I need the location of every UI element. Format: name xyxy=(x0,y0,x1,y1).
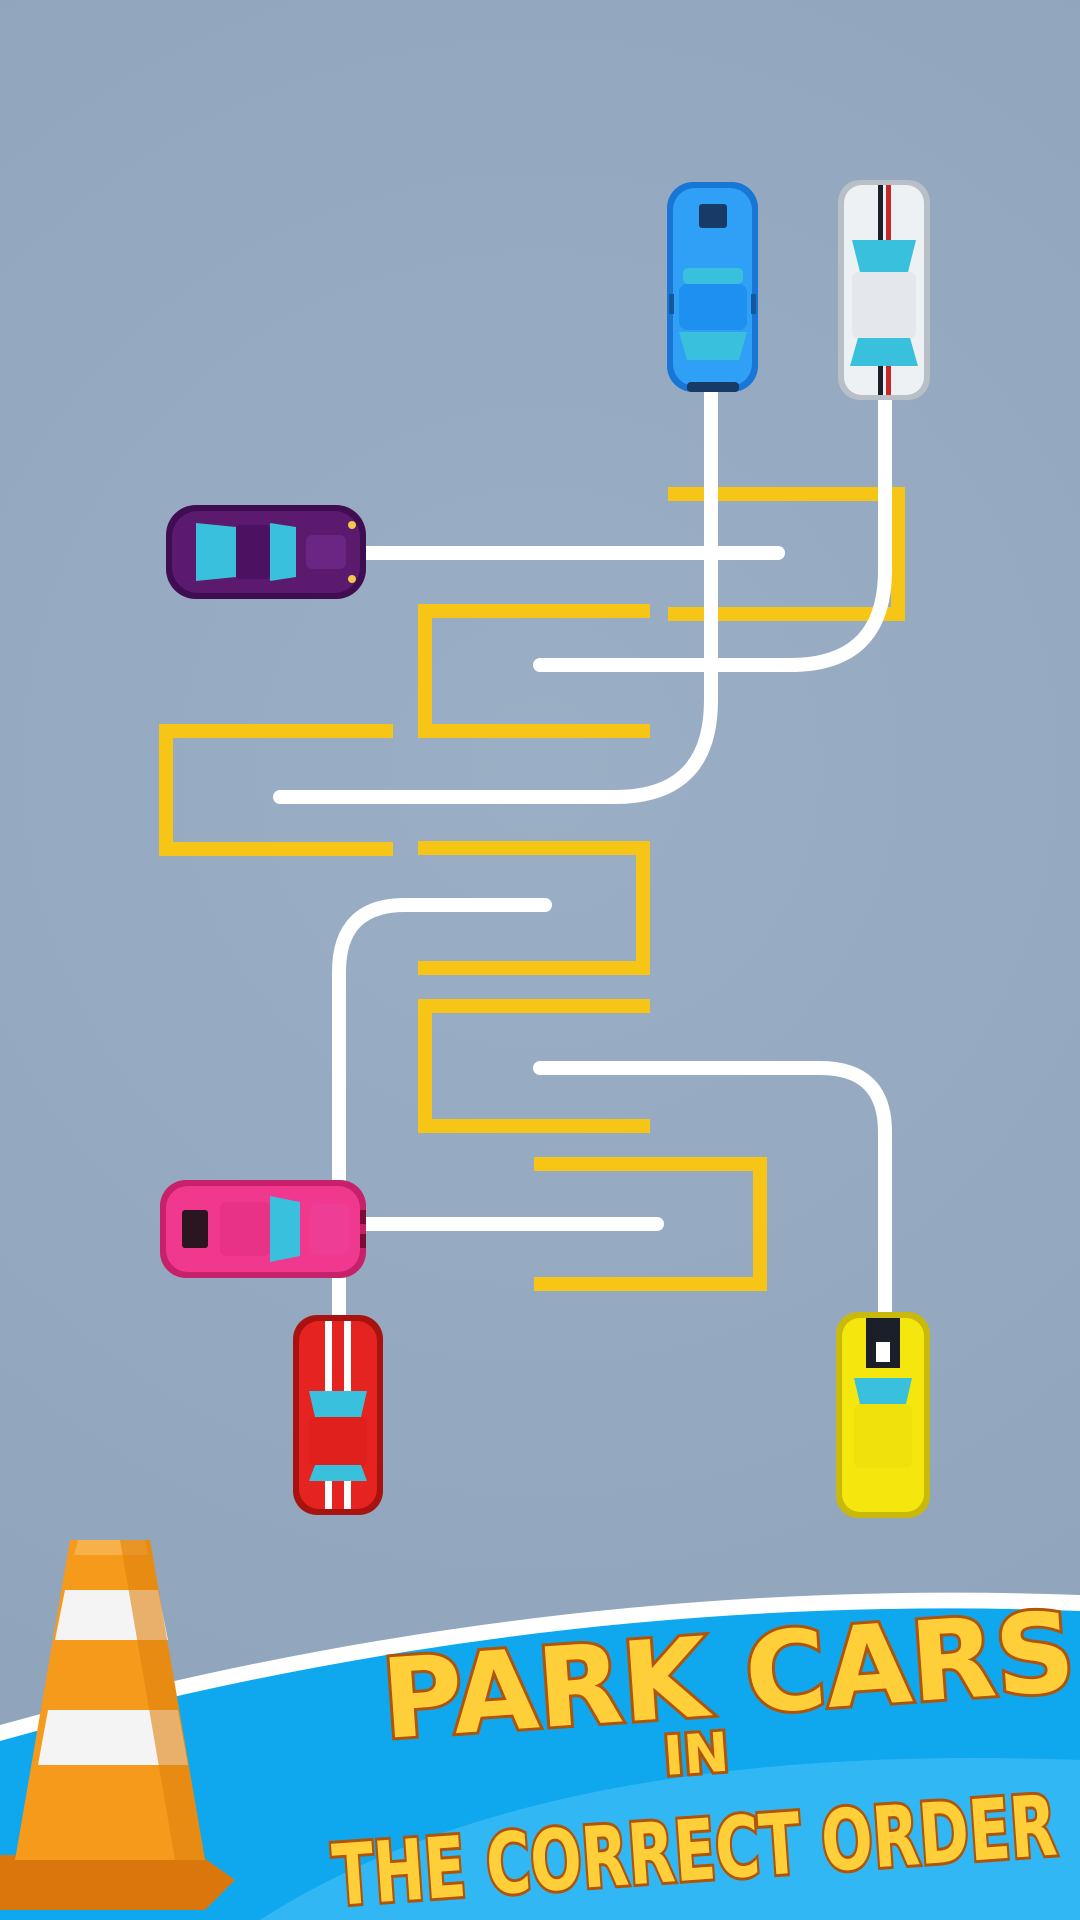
parking-slots xyxy=(159,487,905,1291)
banner-line-2: IN xyxy=(662,1721,732,1788)
path-red[interactable] xyxy=(332,898,552,1329)
promo-banner xyxy=(0,1592,1080,1920)
car-paths xyxy=(273,385,892,1329)
parking-slot-2[interactable] xyxy=(418,604,650,738)
path-white[interactable] xyxy=(533,393,892,672)
car-red[interactable] xyxy=(293,1315,383,1515)
path-yellow[interactable] xyxy=(533,1061,892,1329)
car-pink[interactable] xyxy=(160,1180,366,1278)
parking-slot-4[interactable] xyxy=(418,841,650,975)
car-purple[interactable] xyxy=(166,505,366,599)
traffic-cone-icon xyxy=(0,1540,235,1910)
parking-slot-6[interactable] xyxy=(534,1157,767,1291)
car-blue[interactable] xyxy=(667,182,758,392)
car-yellow[interactable] xyxy=(836,1312,930,1518)
path-blue[interactable] xyxy=(273,385,718,804)
parking-slot-3[interactable] xyxy=(159,724,393,856)
parking-slot-1[interactable] xyxy=(668,487,905,621)
parking-slot-5[interactable] xyxy=(418,999,650,1133)
car-white[interactable] xyxy=(838,180,930,400)
